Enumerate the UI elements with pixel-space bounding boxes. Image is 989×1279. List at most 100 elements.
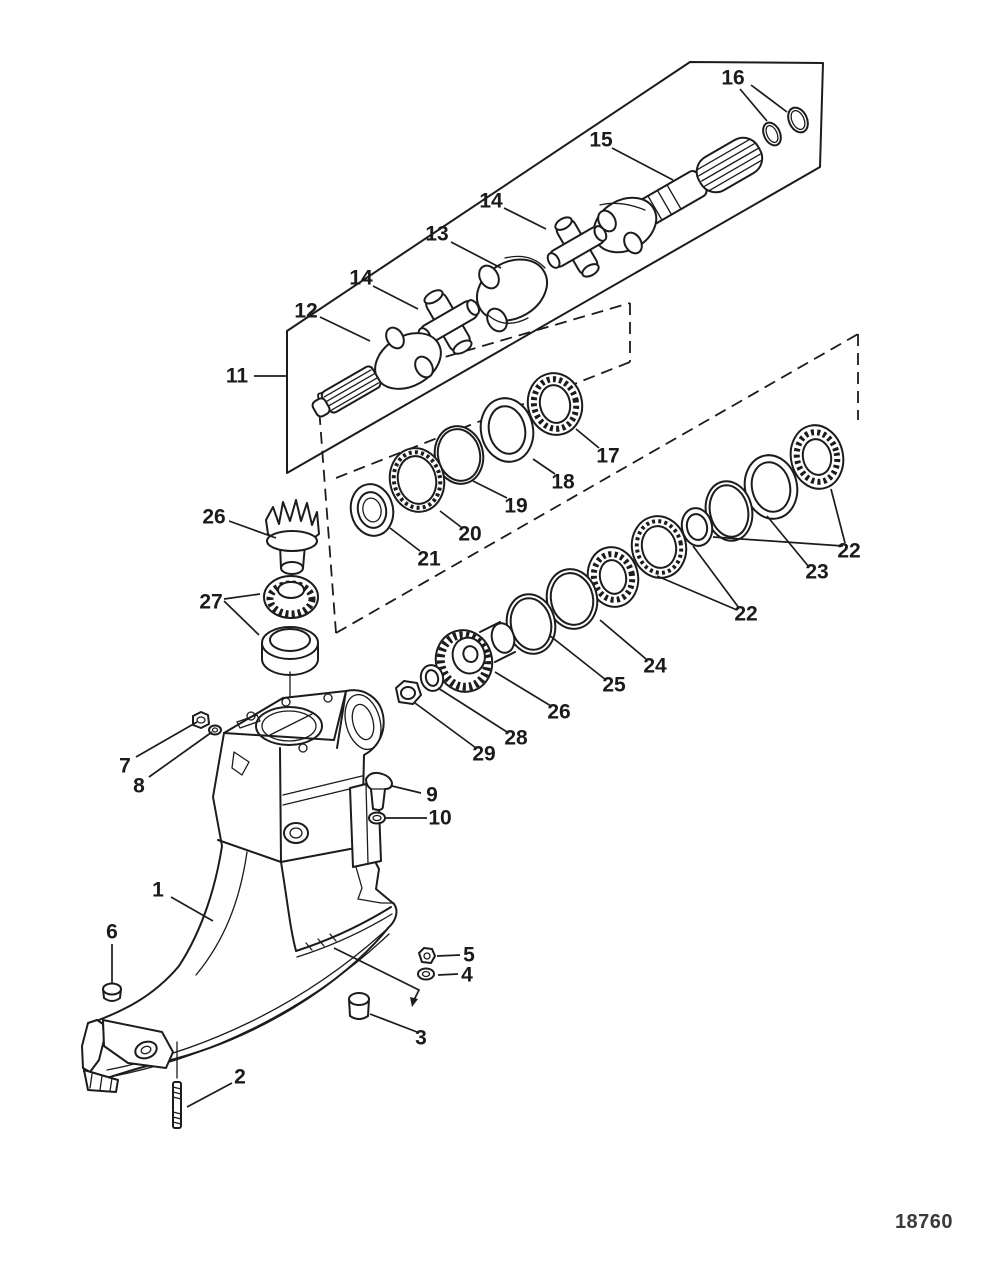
o-ring-19 <box>433 425 485 485</box>
leader-16-1 <box>750 84 788 113</box>
leader-21 <box>389 527 421 552</box>
callout-1: 1 <box>152 879 164 902</box>
callout-12: 12 <box>294 300 317 323</box>
leader-14-upper <box>503 207 547 230</box>
leader-2 <box>186 1082 233 1108</box>
leader-26-gear <box>494 671 552 707</box>
pinion-nut-29 <box>395 680 422 705</box>
leader-22-lower-1 <box>692 545 740 609</box>
leader-12 <box>319 316 371 342</box>
oil-seal-21 <box>349 483 395 537</box>
callout-20: 20 <box>458 523 481 546</box>
callout-6: 6 <box>106 921 118 944</box>
callout-2: 2 <box>234 1066 246 1089</box>
u-joint-cross-upper <box>546 216 608 278</box>
callout-28: 28 <box>504 727 528 750</box>
upper-shaft-yoke <box>592 196 658 255</box>
bearing-cup-27 <box>261 626 319 676</box>
tapered-bearing-22-upper <box>789 424 845 490</box>
callout-21: 21 <box>417 548 441 571</box>
callout-17: 17 <box>596 445 619 468</box>
callout-26-pinion: 26 <box>202 506 225 529</box>
leader-1 <box>170 896 214 922</box>
callout-23: 23 <box>805 561 828 584</box>
callout-16: 16 <box>721 67 744 90</box>
callout-layer: 1615141314121117181920212627222322242526… <box>106 67 861 1108</box>
center-yoke <box>476 255 548 333</box>
gear-housing <box>81 689 421 1093</box>
drain-plug-6 <box>102 982 122 1002</box>
drawing-number: 18760 <box>894 1211 954 1233</box>
lower-bearing-stack <box>505 424 845 655</box>
spline-ring-17 <box>526 372 584 436</box>
leader-22-upper-1 <box>712 536 844 547</box>
callout-27: 27 <box>199 591 222 614</box>
leader-25 <box>548 634 607 681</box>
lower-yoke-spline-shaft <box>311 365 382 418</box>
callout-14-upper: 14 <box>479 190 503 213</box>
callout-8: 8 <box>133 775 145 798</box>
upper-drive-shaft <box>638 136 764 225</box>
callout-29: 29 <box>472 743 495 766</box>
callout-25: 25 <box>602 674 626 697</box>
bearing-cup-22-lower <box>630 515 688 579</box>
callout-9: 9 <box>426 784 438 807</box>
stud-2 <box>172 1041 182 1129</box>
leader-20 <box>439 510 462 528</box>
carrier-ring-20 <box>388 447 446 513</box>
callout-13: 13 <box>425 223 448 246</box>
leader-15 <box>611 147 674 181</box>
tapered-bearing-27 <box>263 575 319 619</box>
leader-9 <box>391 785 422 794</box>
housing-top-flange <box>223 690 347 776</box>
callout-4: 4 <box>461 964 473 987</box>
o-ring-25 <box>545 568 599 630</box>
leader-14-lower <box>372 285 419 310</box>
leader-22-lower <box>656 575 738 611</box>
small-spacer-ring <box>680 507 714 547</box>
forward-gear-group <box>395 621 516 705</box>
callout-11: 11 <box>226 365 249 388</box>
housing-nose-bracket <box>81 1019 174 1093</box>
leader-4 <box>437 973 459 976</box>
callout-5: 5 <box>463 944 475 967</box>
leader-13 <box>450 241 502 269</box>
leader-29 <box>414 702 477 749</box>
u-joint-cross-lower <box>417 289 481 355</box>
plug-3 <box>348 992 370 1020</box>
stud-nut-7 <box>192 711 210 729</box>
housing-bearing-barrel <box>336 690 382 751</box>
callout-14-lower: 14 <box>349 267 373 290</box>
callout-22-upper: 22 <box>837 540 860 563</box>
pinion-gear-column <box>261 499 320 713</box>
callout-18: 18 <box>551 471 575 494</box>
leader-22-upper <box>830 488 846 544</box>
callout-7: 7 <box>119 755 131 778</box>
driveshaft-assembly <box>311 106 809 418</box>
leader-3 <box>369 1013 418 1033</box>
upper-seal-stack <box>349 372 584 537</box>
washer-4 <box>417 967 435 981</box>
callout-22-lower: 22 <box>734 603 757 626</box>
callout-15: 15 <box>589 129 613 152</box>
leader-7 <box>135 721 198 758</box>
leader-27-1 <box>223 600 260 636</box>
callout-10: 10 <box>428 807 451 830</box>
leader-27 <box>223 593 261 600</box>
leader-23 <box>766 515 810 568</box>
washer-10 <box>368 811 386 825</box>
leader-5 <box>436 954 461 957</box>
solid-group-box <box>286 61 824 474</box>
nut-5 <box>418 947 436 964</box>
pinion-gear-26 <box>265 499 320 575</box>
shim-ring-22 <box>704 480 754 542</box>
leader-18 <box>532 458 556 475</box>
callout-19: 19 <box>504 495 527 518</box>
leader-26-pinion <box>228 520 277 539</box>
gear-hub <box>479 621 516 663</box>
callout-3: 3 <box>415 1027 427 1050</box>
ring-18 <box>479 397 535 463</box>
housing-pointer-arrow <box>333 947 421 1007</box>
